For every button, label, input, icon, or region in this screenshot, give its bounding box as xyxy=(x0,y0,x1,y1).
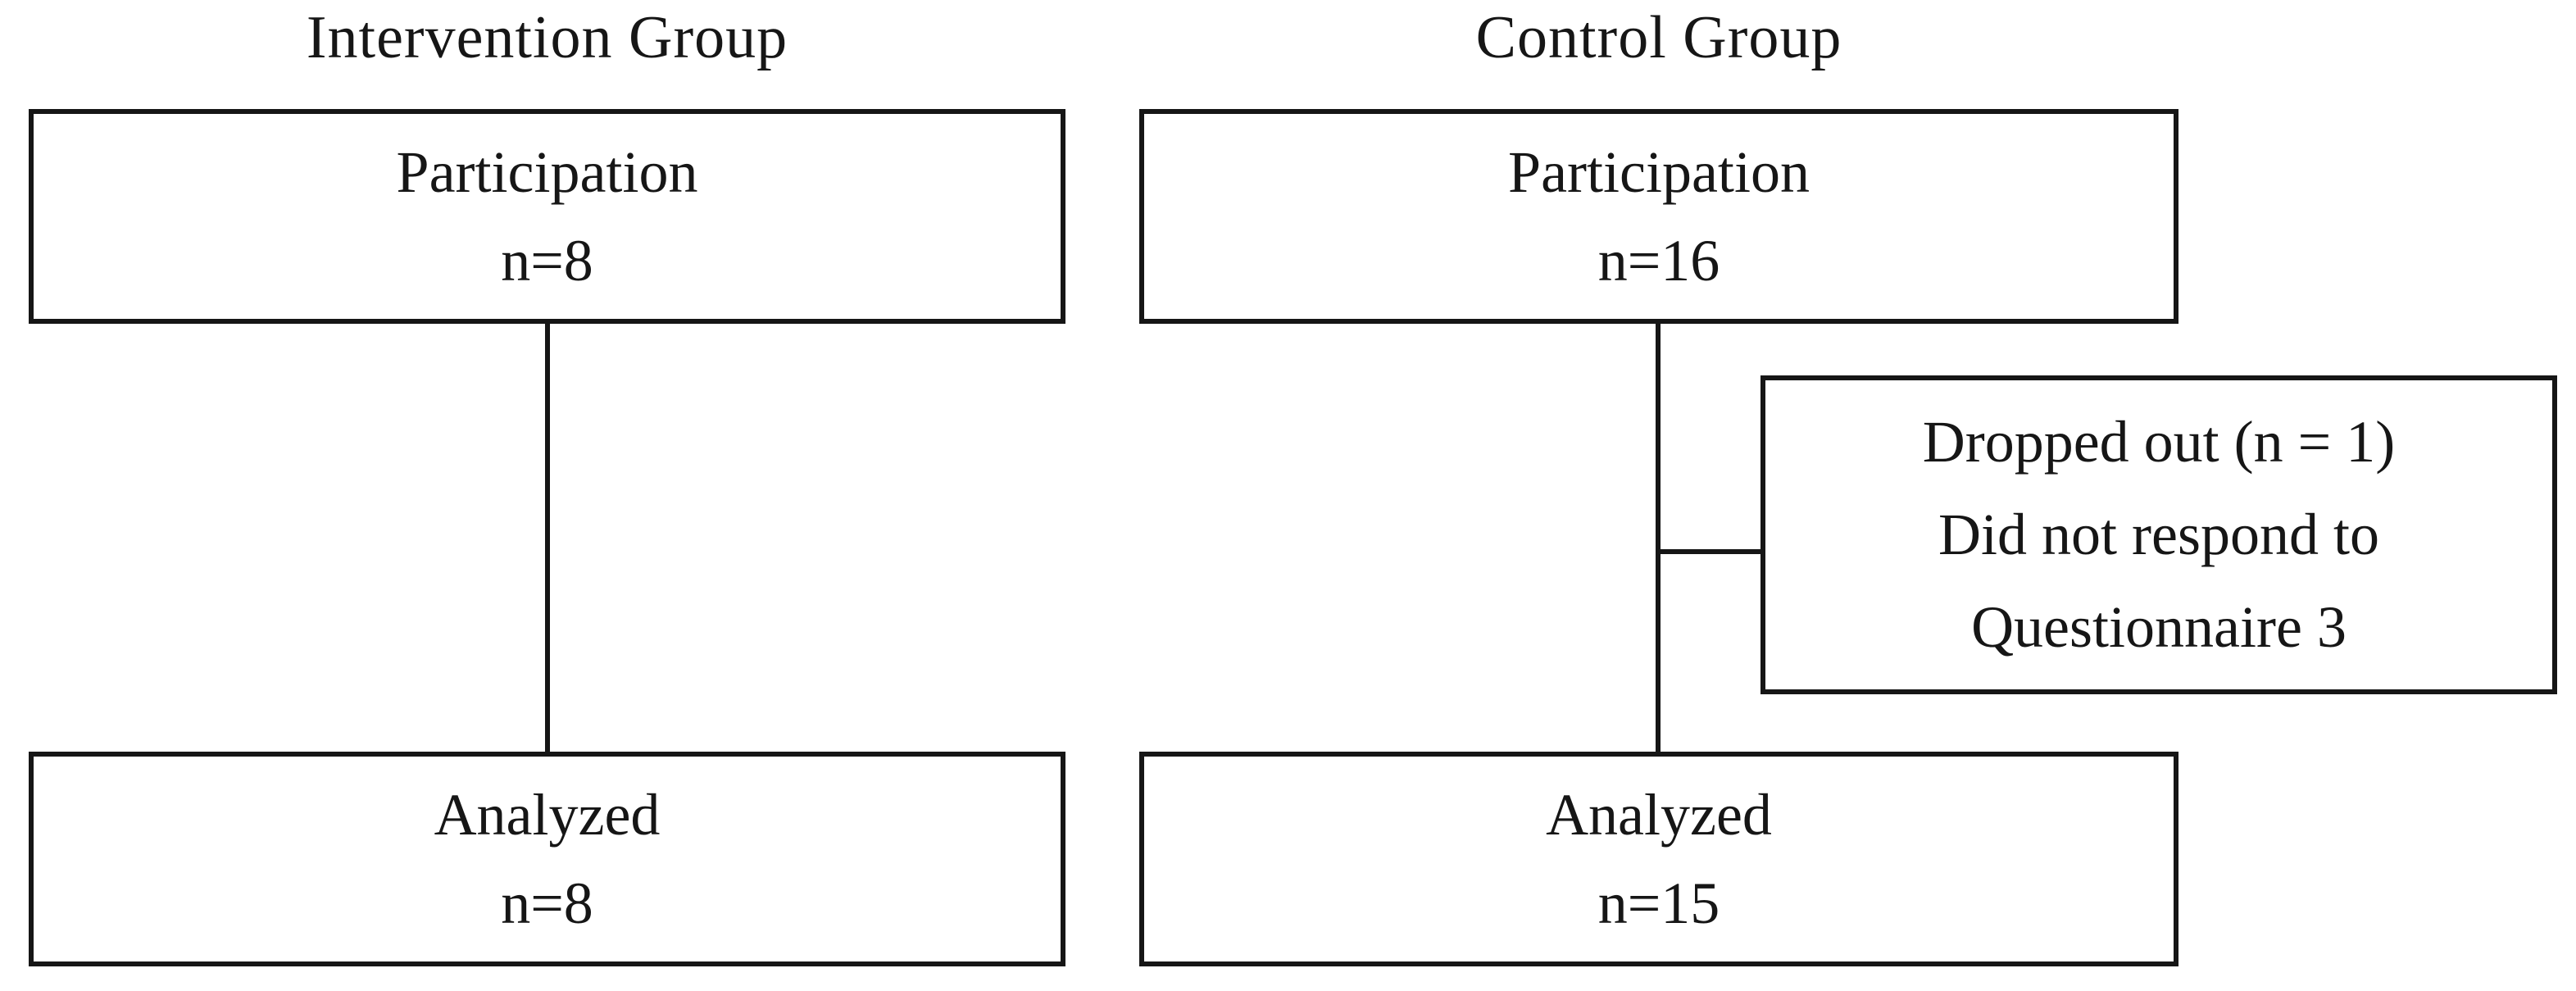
control-flow-line xyxy=(1656,324,1661,752)
intervention-analyzed-label: Analyzed xyxy=(434,782,661,848)
intervention-participation-box: Participation n=8 xyxy=(29,109,1065,324)
control-group-title: Control Group xyxy=(1475,4,1842,71)
control-dropout-box: Dropped out (n = 1) Did not respond to Q… xyxy=(1760,375,2557,694)
intervention-analyzed-box: Analyzed n=8 xyxy=(29,752,1065,966)
intervention-participation-label: Participation xyxy=(396,139,698,205)
control-participation-count: n=16 xyxy=(1597,228,1720,293)
dropout-branch-line xyxy=(1658,549,1760,554)
control-participation-box: Participation n=16 xyxy=(1139,109,2178,324)
intervention-analyzed-count: n=8 xyxy=(501,871,593,936)
dropout-line-2: Did not respond to xyxy=(1938,502,2379,567)
intervention-flow-line xyxy=(545,324,550,752)
control-participation-label: Participation xyxy=(1508,139,1810,205)
control-analyzed-label: Analyzed xyxy=(1546,782,1772,848)
control-analyzed-box: Analyzed n=15 xyxy=(1139,752,2178,966)
control-analyzed-count: n=15 xyxy=(1597,871,1720,936)
dropout-line-1: Dropped out (n = 1) xyxy=(1922,409,2396,475)
intervention-participation-count: n=8 xyxy=(501,228,593,293)
dropout-line-3: Questionnaire 3 xyxy=(1971,594,2347,660)
intervention-group-title: Intervention Group xyxy=(306,4,788,71)
